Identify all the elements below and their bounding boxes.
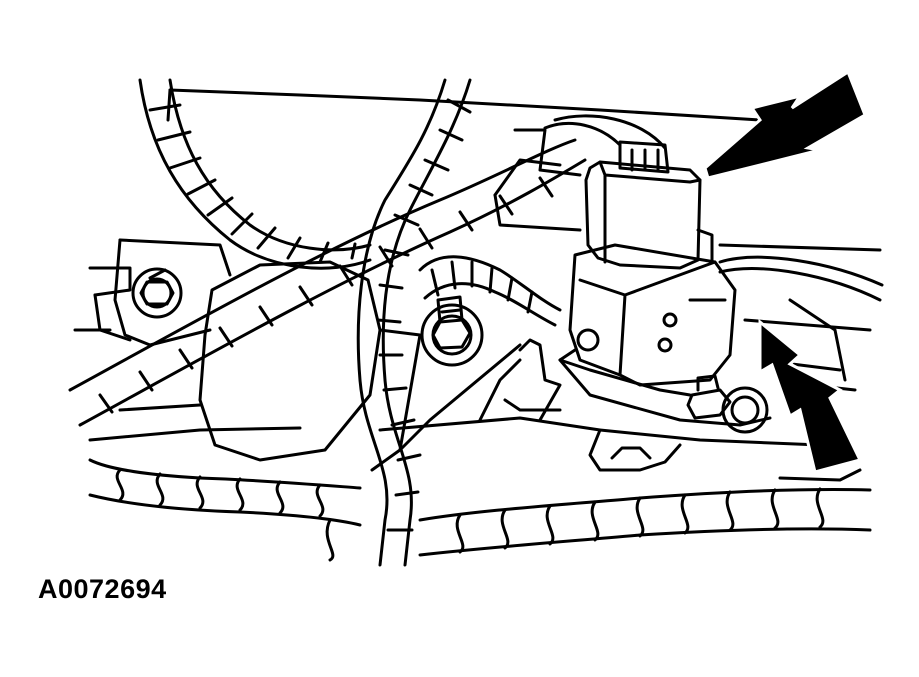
figure-id-label: A0072694 bbox=[38, 574, 167, 604]
bracket-bolt-icon bbox=[686, 374, 769, 434]
wiring-harness-diagonal bbox=[68, 138, 587, 427]
wiring-harness-center bbox=[356, 78, 472, 567]
sensor-wires bbox=[543, 114, 884, 302]
engine-block-outline bbox=[166, 88, 882, 392]
left-mounting-bracket bbox=[73, 238, 232, 347]
support-beams bbox=[88, 338, 822, 472]
center-bolt-icon bbox=[420, 295, 484, 367]
callout-arrow-connector bbox=[703, 69, 867, 180]
wiring-harness-left bbox=[138, 78, 372, 270]
ribbed-lower-surface bbox=[88, 458, 872, 562]
sensor-connector bbox=[584, 140, 714, 270]
callout-arrow-bracket bbox=[758, 318, 863, 474]
left-bolt-icon bbox=[131, 267, 183, 319]
octagonal-mount bbox=[198, 260, 522, 472]
wiring-harness-bend bbox=[418, 255, 562, 327]
